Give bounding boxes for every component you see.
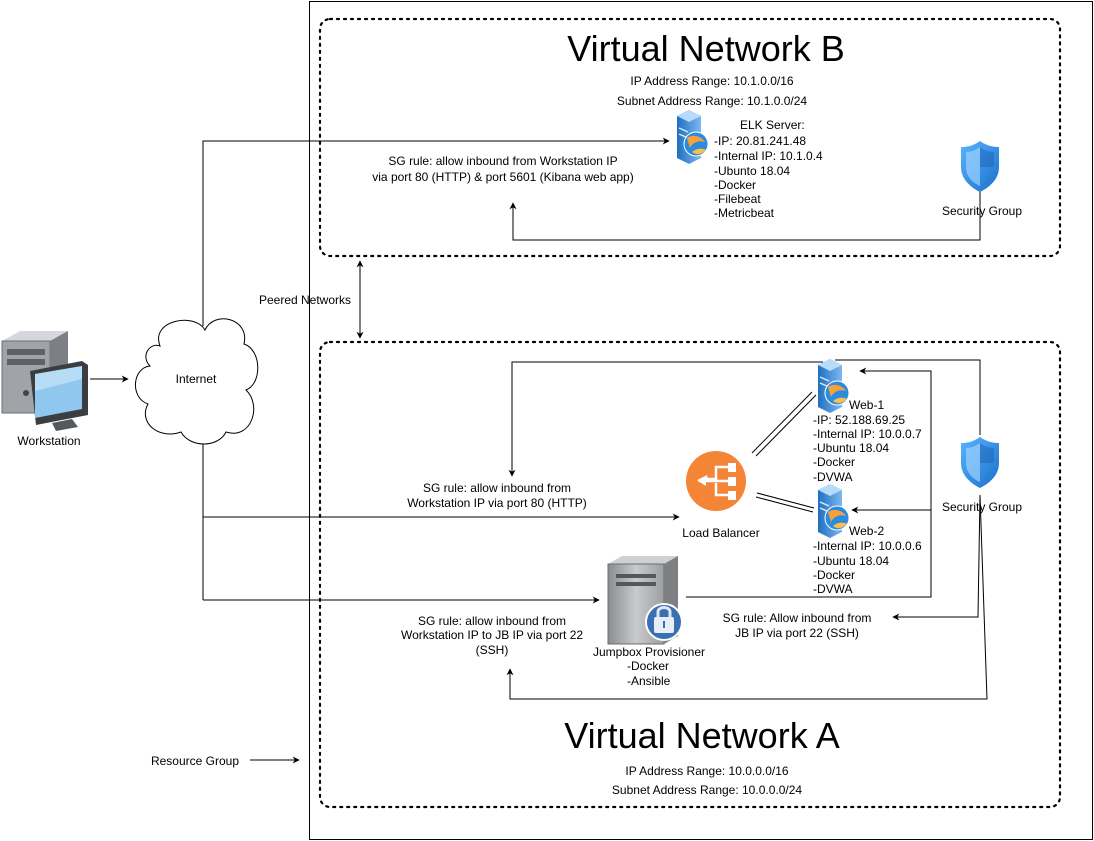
workstation-label: Workstation	[17, 434, 80, 448]
svg-text:ELK Server:: ELK Server:	[740, 118, 805, 132]
elk-server-details: ELK Server: -IP: 20.81.241.48 -Internal …	[714, 118, 823, 220]
elk-sg-rule-line-1: SG rule: allow inbound from Workstation …	[388, 154, 617, 168]
security-group-a-label: Security Group	[942, 500, 1022, 514]
web-2-server-icon	[818, 484, 850, 538]
load-balancer-icon	[686, 451, 746, 511]
sg-a-rule-arrow	[892, 494, 981, 621]
vnet-b-ip-range: IP Address Range: 10.1.0.0/16	[630, 74, 794, 88]
elk-sg-rule-line-2: via port 80 (HTTP) & port 5601 (Kibana w…	[372, 170, 633, 184]
vnet-b-subnet-range: Subnet Address Range: 10.1.0.0/24	[617, 94, 807, 108]
web-2-details: -Internal IP: 10.0.0.6 -Ubuntu 18.04 -Do…	[813, 539, 922, 596]
svg-text:-Docker: -Docker	[813, 568, 855, 582]
vnet-a-ip-range: IP Address Range: 10.0.0.0/16	[625, 764, 789, 778]
security-group-a-shield-icon	[961, 437, 999, 488]
svg-text:-Ubuntu 18.04: -Ubuntu 18.04	[813, 441, 889, 455]
security-group-b-shield-icon	[961, 141, 999, 192]
load-balancer-label: Load Balancer	[682, 526, 759, 540]
lb-web-links	[751, 391, 817, 513]
svg-text:-Ubunto 18.04: -Ubunto 18.04	[714, 164, 790, 178]
svg-text:-DVWA: -DVWA	[813, 470, 853, 484]
lb-sg-rule-line-1: SG rule: allow inbound from	[423, 481, 571, 495]
web-1-label: Web-1	[849, 398, 884, 412]
web-2-label: Web-2	[849, 524, 884, 538]
svg-text:-Internal IP: 10.0.0.6: -Internal IP: 10.0.0.6	[813, 539, 922, 553]
web-sg-rule-line-1: SG rule: Allow inbound from	[723, 611, 872, 625]
jb-sg-rule-line-1: SG rule: allow inbound from	[418, 614, 566, 628]
virtual-network-b-boundary	[318, 17, 1062, 258]
svg-text:-Internal IP: 10.1.0.4: -Internal IP: 10.1.0.4	[714, 149, 823, 163]
virtual-network-a-boundary	[318, 340, 1062, 809]
svg-text:-IP: 52.188.69.25: -IP: 52.188.69.25	[813, 413, 905, 427]
svg-text:-Metricbeat: -Metricbeat	[714, 206, 775, 220]
web-sg-rule-line-2: JB IP via port 22 (SSH)	[735, 626, 859, 640]
web-1-server-icon	[818, 359, 850, 413]
svg-text:-Ubuntu 18.04: -Ubuntu 18.04	[813, 554, 889, 568]
svg-text:-Internal IP: 10.0.0.7: -Internal IP: 10.0.0.7	[813, 427, 922, 441]
resource-group-label: Resource Group	[151, 754, 239, 768]
internet-to-elk-arrow	[202, 137, 670, 326]
web-1-details: -IP: 52.188.69.25 -Internal IP: 10.0.0.7…	[813, 413, 922, 484]
svg-text:-DVWA: -DVWA	[813, 582, 853, 596]
jumpbox-server-icon	[607, 556, 683, 645]
lb-sg-rule-arrow	[508, 361, 823, 477]
lb-sg-rule-line-2: Workstation IP via port 80 (HTTP)	[407, 496, 587, 510]
workstation-icon	[1, 331, 88, 431]
peered-networks-label: Peered Networks	[259, 293, 351, 307]
internet-label: Internet	[176, 372, 217, 386]
vnet-b-title: Virtual Network B	[567, 28, 844, 69]
svg-text:-Filebeat: -Filebeat	[714, 192, 761, 206]
security-group-b-label: Security Group	[942, 204, 1022, 218]
jb-sg-rule-line-3: (SSH)	[476, 643, 509, 657]
svg-text:-Docker: -Docker	[813, 455, 855, 469]
svg-text:-Docker: -Docker	[714, 178, 756, 192]
jumpbox-label: Jumpbox Provisioner	[593, 645, 705, 659]
jumpbox-to-web1-arrow	[686, 367, 932, 598]
connectors	[90, 137, 988, 764]
vnet-a-title: Virtual Network A	[564, 715, 839, 756]
jb-sg-rule-line-2: Workstation IP to JB IP via port 22	[401, 628, 583, 642]
resource-group-boundary	[309, 1, 1093, 840]
vnet-a-subnet-range: Subnet Address Range: 10.0.0.0/24	[612, 783, 802, 797]
sg-b-rule-arrow	[509, 191, 981, 241]
svg-text:-IP: 20.81.241.48: -IP: 20.81.241.48	[714, 134, 806, 148]
jumpbox-docker-label: -Docker	[627, 659, 669, 673]
jumpbox-ansible-label: -Ansible	[627, 674, 671, 688]
elk-server-icon	[677, 110, 709, 164]
internet-cloud	[135, 318, 259, 445]
sg-a-jb-rule-arrow	[506, 494, 988, 700]
